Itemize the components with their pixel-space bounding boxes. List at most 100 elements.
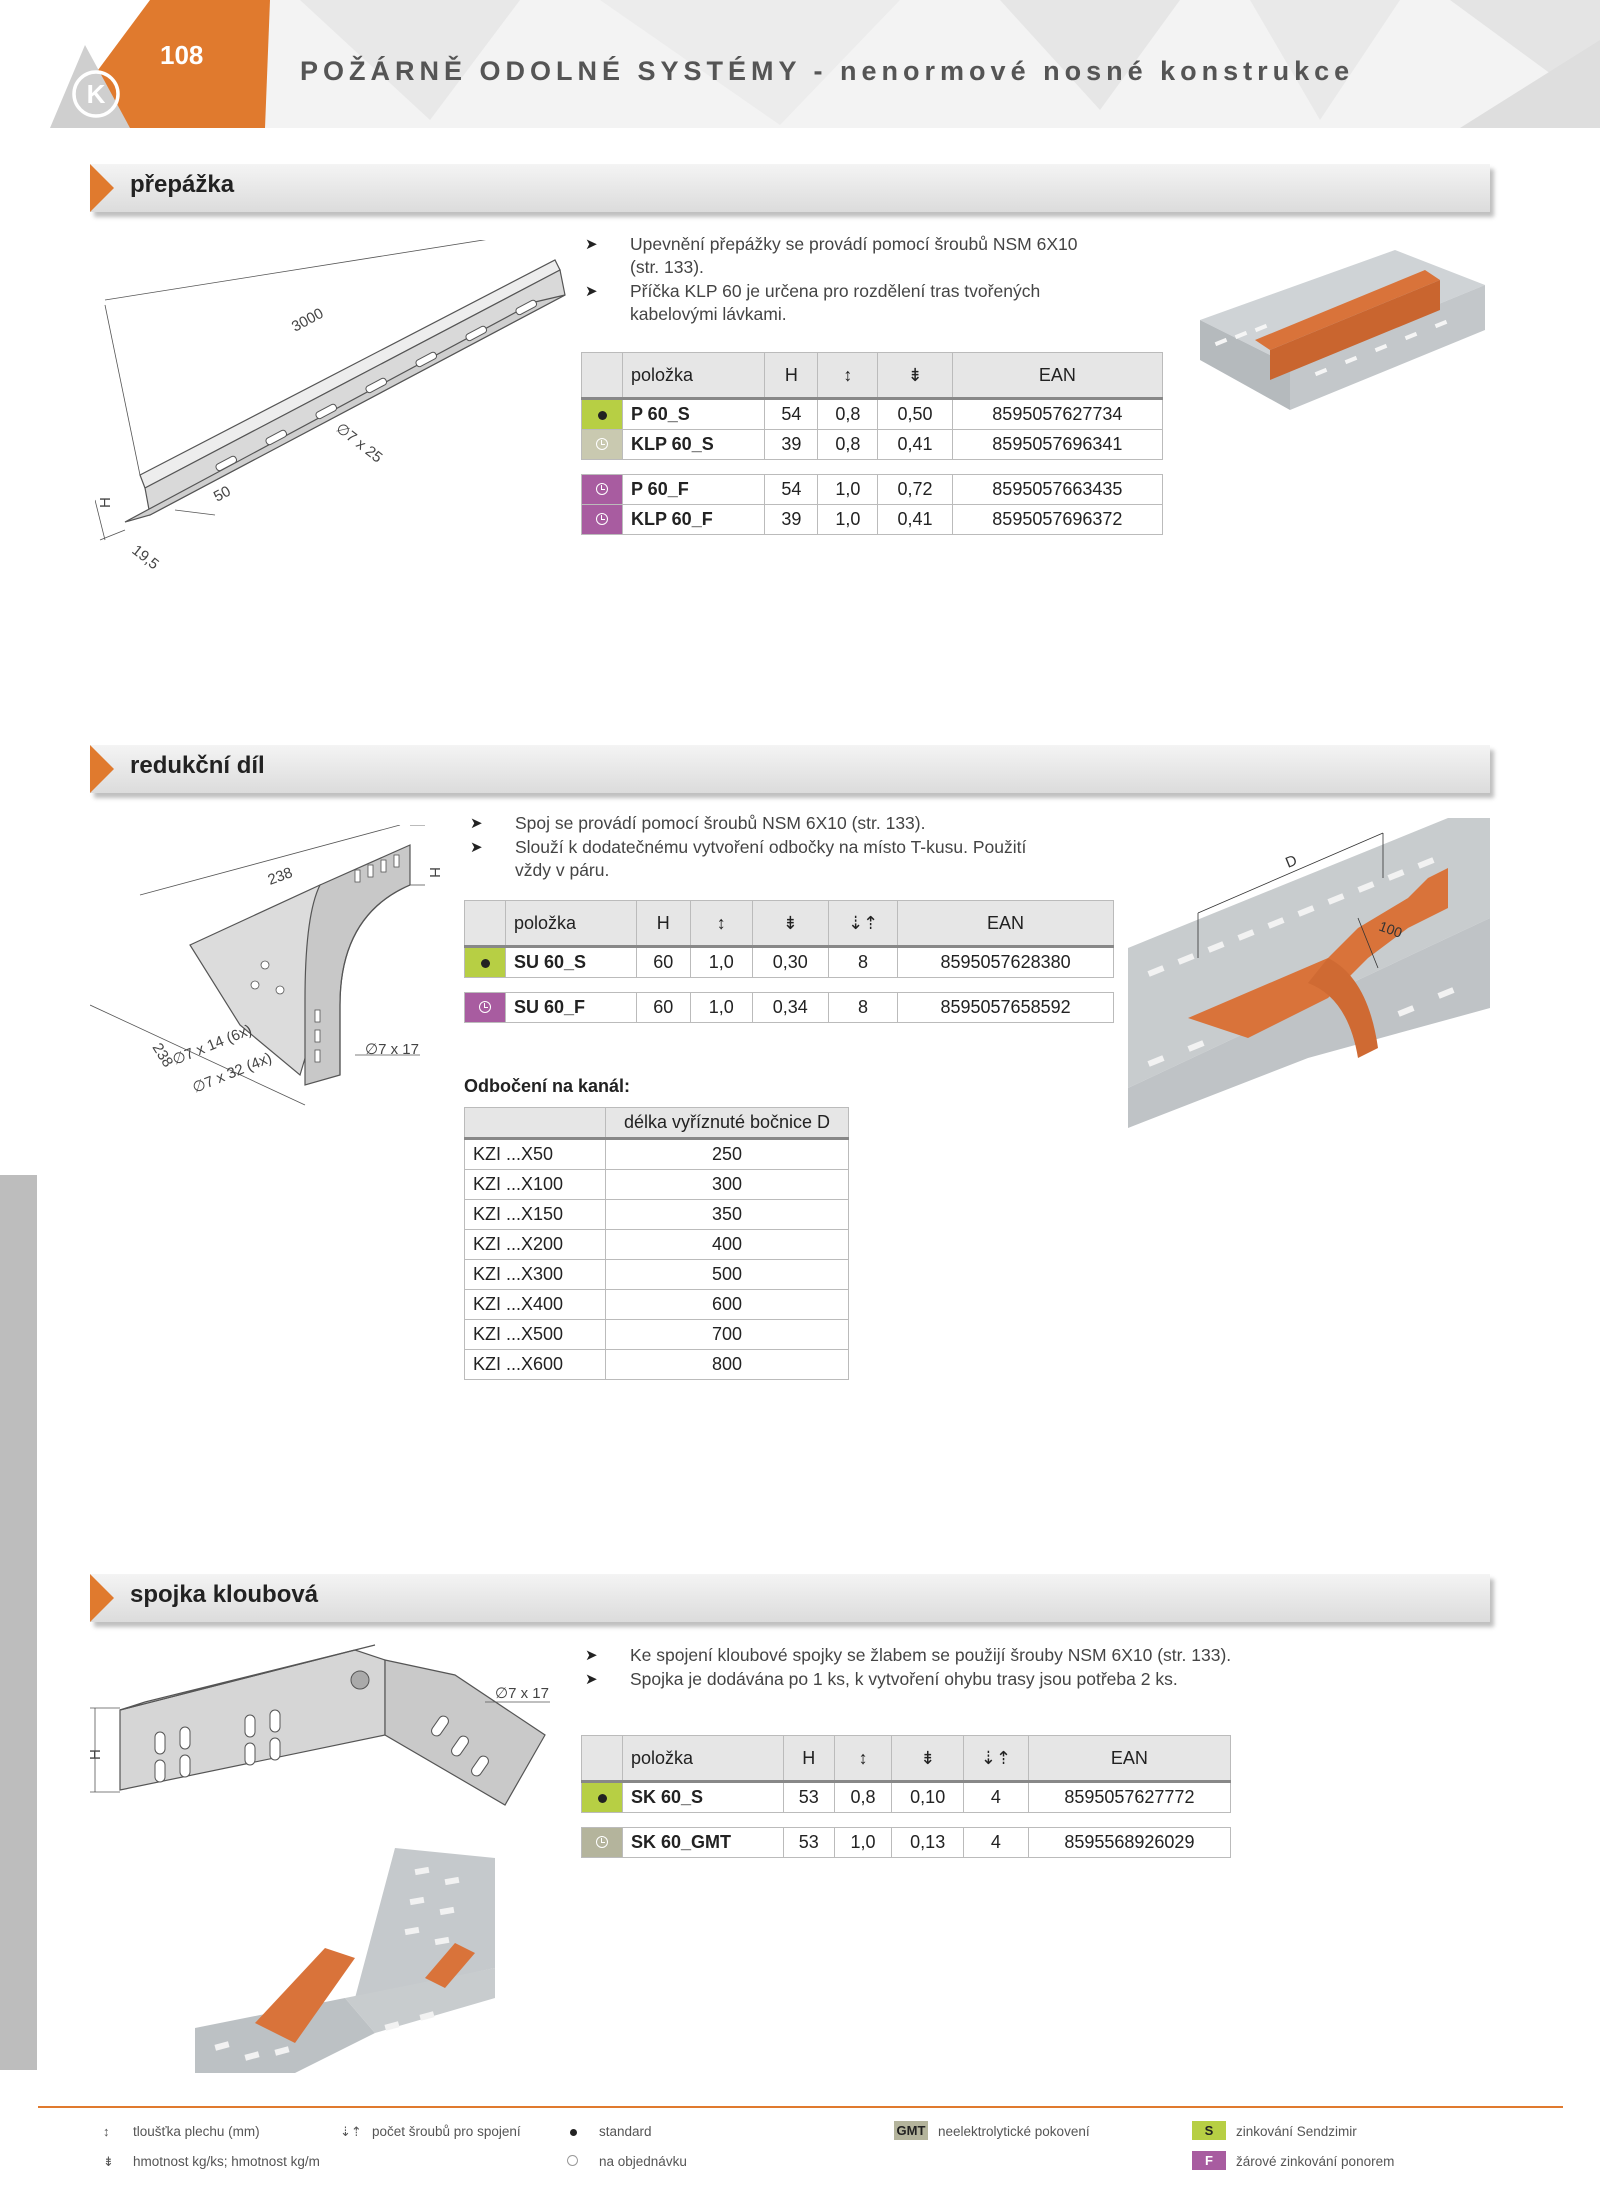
- section-arrow-icon: [90, 1574, 114, 1622]
- section-title-redukcni: redukční díl: [130, 752, 265, 779]
- standard-icon: [581, 1781, 623, 1813]
- odboceni-title: Odbočení na kanál:: [464, 1076, 631, 1096]
- order-clock-icon: [581, 504, 623, 535]
- redukcni-product-photo: D 100: [1128, 818, 1490, 1128]
- bullet-item: Spojka je dodávána po 1 ks, k vytvoření …: [585, 1668, 1305, 1691]
- prepazka-table: položka H ↕ ⇟ EAN P 60_S 54 0,8 0,50 859…: [581, 352, 1164, 535]
- col-header: položka: [621, 352, 766, 400]
- page-number: 108: [160, 40, 204, 70]
- legend-gmt: neelektrolytické pokovení: [938, 2124, 1090, 2139]
- legend-thickness: tloušťka plechu (mm): [133, 2124, 260, 2139]
- gmt-badge: GMT: [894, 2121, 928, 2140]
- standard-icon: [581, 398, 623, 430]
- section-bar-redukcni: [90, 745, 1490, 793]
- bullet-item: Slouží k dodatečnému vytvoření odbočky n…: [470, 836, 1055, 882]
- order-clock-icon: [464, 992, 506, 1023]
- bullet-item: Ke spojení kloubové spojky se žlabem se …: [585, 1644, 1305, 1667]
- legend-f: žárové zinkování ponorem: [1236, 2154, 1395, 2169]
- standard-icon: [464, 946, 506, 978]
- table-row: P 60_F 54 1,0 0,72 8595057663435: [581, 474, 1164, 505]
- order-clock-icon: [581, 474, 623, 505]
- order-clock-icon: [567, 2155, 578, 2166]
- f-badge: F: [1192, 2151, 1226, 2170]
- s-badge: S: [1192, 2121, 1226, 2140]
- table-row: SU 60_F 60 1,0 0,34 8 8595057658592: [464, 992, 1114, 1023]
- legend-bolts: počet šroubů pro spojení: [372, 2124, 521, 2139]
- col-header: ⇣⇡: [962, 1735, 1029, 1783]
- dim-base: 19,5: [129, 542, 162, 570]
- col-header: ⇣⇡: [827, 900, 899, 948]
- col-header: položka: [622, 1735, 784, 1783]
- spojka-bullets: Ke spojení kloubové spojky se žlabem se …: [585, 1644, 1305, 1692]
- col-header: ⇟: [891, 1735, 964, 1783]
- photo-label-100: 100: [1377, 918, 1405, 941]
- legend-on-order: na objednávku: [599, 2154, 687, 2169]
- bullet-item: Upevnění přepážky se provádí pomocí šrou…: [585, 233, 1095, 279]
- col-header: H: [764, 352, 819, 400]
- col-header: ↕: [817, 352, 879, 400]
- col-header: délka vyříznuté bočnice D: [605, 1107, 849, 1140]
- table-row: SK 60_GMT 53 1,0 0,13 4 8595568926029: [581, 1827, 1232, 1858]
- section-arrow-icon: [90, 745, 114, 793]
- header-background: [50, 0, 1600, 128]
- prepazka-technical-drawing: 3000 ∅7 x 25 50 19,5 H: [95, 240, 566, 570]
- col-header: ↕: [833, 1735, 893, 1783]
- col-header: ⇟: [877, 352, 953, 400]
- dim-height: H: [97, 497, 114, 508]
- bullet-item: Spoj se provádí pomocí šroubů NSM 6X10 (…: [470, 812, 1110, 835]
- dim-height: H: [87, 1749, 104, 1760]
- table-row: SU 60_S 60 1,0 0,30 8 8595057628380: [464, 946, 1114, 978]
- col-header: ↕: [689, 900, 753, 948]
- col-header: EAN: [897, 900, 1114, 948]
- col-header: H: [782, 1735, 835, 1783]
- redukcni-bullets: Spoj se provádí pomocí šroubů NSM 6X10 (…: [470, 812, 1110, 883]
- dim-hole-3: ∅7 x 17: [365, 1041, 419, 1058]
- table-row: SK 60_S 53 0,8 0,10 4 8595057627772: [581, 1781, 1232, 1813]
- col-header: položka: [505, 900, 637, 948]
- order-clock-icon: [581, 1827, 623, 1858]
- col-header: H: [635, 900, 691, 948]
- company-logo-icon: K: [72, 70, 120, 118]
- standard-dot-icon: [570, 2129, 577, 2136]
- prepazka-product-photo: [1200, 250, 1485, 410]
- col-header: ⇟: [751, 900, 829, 948]
- table-row: P 60_S 54 0,8 0,50 8595057627734: [581, 398, 1164, 430]
- legend-weight: hmotnost kg/ks; hmotnost kg/m: [133, 2154, 320, 2169]
- section-bar-prepazka: [90, 164, 1490, 212]
- spojka-table: položka H ↕ ⇟ ⇣⇡ EAN SK 60_S 53 0,8 0,10…: [581, 1735, 1232, 1858]
- spojka-technical-drawing: H ∅7 x 17: [87, 1644, 550, 1806]
- dim-hole: ∅7 x 17: [495, 1685, 549, 1702]
- photo-label-d: D: [1283, 852, 1300, 872]
- section-bar-spojka: [90, 1574, 1490, 1622]
- section-arrow-icon: [90, 164, 114, 212]
- dim-top: 238: [266, 864, 295, 889]
- bolts-icon: ⇣⇡: [340, 2124, 362, 2139]
- legend-standard: standard: [599, 2124, 652, 2139]
- col-header: EAN: [1027, 1735, 1232, 1783]
- dim-hole: ∅7 x 25: [333, 420, 386, 467]
- redukcni-table: položka H ↕ ⇟ ⇣⇡ EAN SU 60_S 60 1,0 0,30…: [464, 900, 1114, 1023]
- bullet-item: Příčka KLP 60 je určena pro rozdělení tr…: [585, 280, 1095, 326]
- footer-divider: [38, 2106, 1563, 2108]
- thickness-icon: ↕: [103, 2124, 110, 2139]
- section-title-spojka: spojka kloubová: [130, 1581, 319, 1608]
- dim-length: 3000: [289, 305, 326, 336]
- section-title-prepazka: přepážka: [130, 171, 235, 198]
- legend-s: zinkování Sendzimir: [1236, 2124, 1357, 2139]
- logo-letter: K: [87, 79, 106, 109]
- page-title: POŽÁRNĚ ODOLNÉ SYSTÉMY - nenormové nosné…: [300, 56, 1355, 86]
- order-clock-icon: [581, 429, 623, 460]
- side-bar: [0, 1175, 37, 2070]
- col-header: EAN: [951, 352, 1164, 400]
- prepazka-bullets: Upevnění přepážky se provádí pomocí šrou…: [585, 233, 1095, 327]
- dim-height: H: [426, 867, 443, 878]
